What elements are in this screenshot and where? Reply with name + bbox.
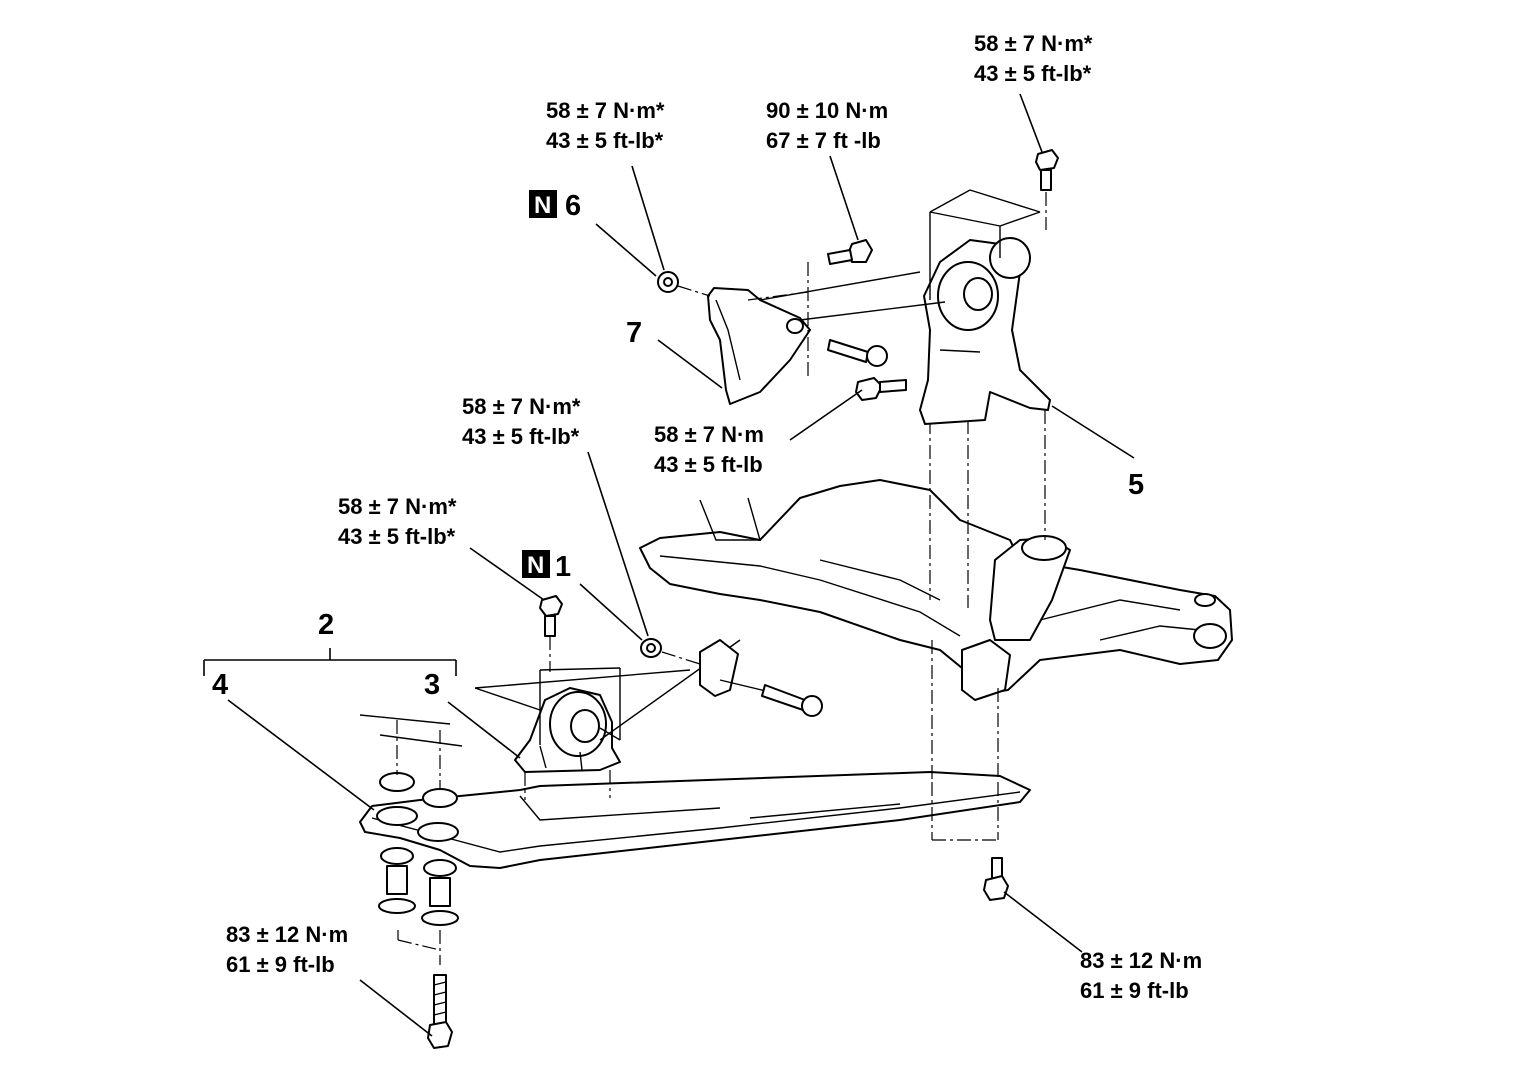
front-engine-mount xyxy=(474,667,691,800)
front-crossmember xyxy=(359,771,1031,869)
bracket-bolts xyxy=(827,239,907,401)
callout-5: 5 xyxy=(1128,469,1144,501)
torque-metric: 83 ± 12 N·m xyxy=(226,922,348,947)
crossmember-left-bolt xyxy=(397,930,453,1049)
torque-low-left: 58 ± 7 N·m* 43 ± 5 ft-lb* xyxy=(338,494,457,549)
front-mount-bolt xyxy=(599,638,823,741)
rear-engine-mount xyxy=(919,189,1051,425)
front-mount-top-bolt xyxy=(539,595,563,672)
torque-metric: 58 ± 7 N·m* xyxy=(546,98,665,123)
torque-imperial: 61 ± 9 ft-lb xyxy=(226,952,335,977)
leader-lines xyxy=(203,93,1135,1037)
callout-2: 2 xyxy=(318,609,334,641)
crossmember-right-bolt xyxy=(983,857,1009,901)
torque-metric: 58 ± 7 N·m* xyxy=(974,31,1093,56)
torque-imperial: 43 ± 5 ft-lb* xyxy=(546,128,664,153)
callout-7: 7 xyxy=(626,317,642,349)
new-part-badge xyxy=(529,190,557,218)
torque-metric: 58 ± 7 N·m xyxy=(654,422,764,447)
rear-mount-top-bolt xyxy=(1035,149,1059,230)
callout-6: N 6 xyxy=(529,190,581,222)
torque-imperial: 43 ± 5 ft-lb* xyxy=(974,61,1092,86)
torque-imperial: 43 ± 5 ft-lb* xyxy=(338,524,456,549)
spacer-plate xyxy=(359,714,463,790)
new-part-mark: N xyxy=(534,192,551,219)
torque-top-right: 58 ± 7 N·m* 43 ± 5 ft-lb* xyxy=(974,31,1093,86)
callout-4: 4 xyxy=(212,669,228,701)
torque-bottom-left: 83 ± 12 N·m 61 ± 9 ft-lb xyxy=(226,922,348,977)
callout-1: N 1 xyxy=(522,550,571,583)
engine-subframe xyxy=(639,410,1233,841)
new-part-badge xyxy=(522,550,550,578)
torque-metric: 83 ± 12 N·m xyxy=(1080,948,1202,973)
torque-imperial: 61 ± 9 ft-lb xyxy=(1080,978,1189,1003)
torque-imperial: 43 ± 5 ft-lb xyxy=(654,452,763,477)
torque-mid-center: 58 ± 7 N·m 43 ± 5 ft-lb xyxy=(654,422,764,477)
torque-metric: 90 ± 10 N·m xyxy=(766,98,888,123)
callout-number: 1 xyxy=(555,551,571,583)
torque-top-left: 58 ± 7 N·m* 43 ± 5 ft-lb* xyxy=(546,98,665,153)
mount-bracket xyxy=(707,262,946,405)
new-nut xyxy=(657,271,711,297)
crossmember-bushings xyxy=(376,772,459,926)
torque-bottom-right: 83 ± 12 N·m 61 ± 9 ft-lb xyxy=(1080,948,1202,1003)
torque-imperial: 43 ± 5 ft-lb* xyxy=(462,424,580,449)
callout-3: 3 xyxy=(424,669,440,701)
callout-number: 6 xyxy=(565,190,581,222)
torque-metric: 58 ± 7 N·m* xyxy=(462,394,581,419)
torque-top-center: 90 ± 10 N·m 67 ± 7 ft -lb xyxy=(766,98,888,153)
torque-mid-left: 58 ± 7 N·m* 43 ± 5 ft-lb* xyxy=(462,394,581,449)
new-part-mark: N xyxy=(527,552,544,579)
torque-imperial: 67 ± 7 ft -lb xyxy=(766,128,881,153)
torque-metric: 58 ± 7 N·m* xyxy=(338,494,457,519)
